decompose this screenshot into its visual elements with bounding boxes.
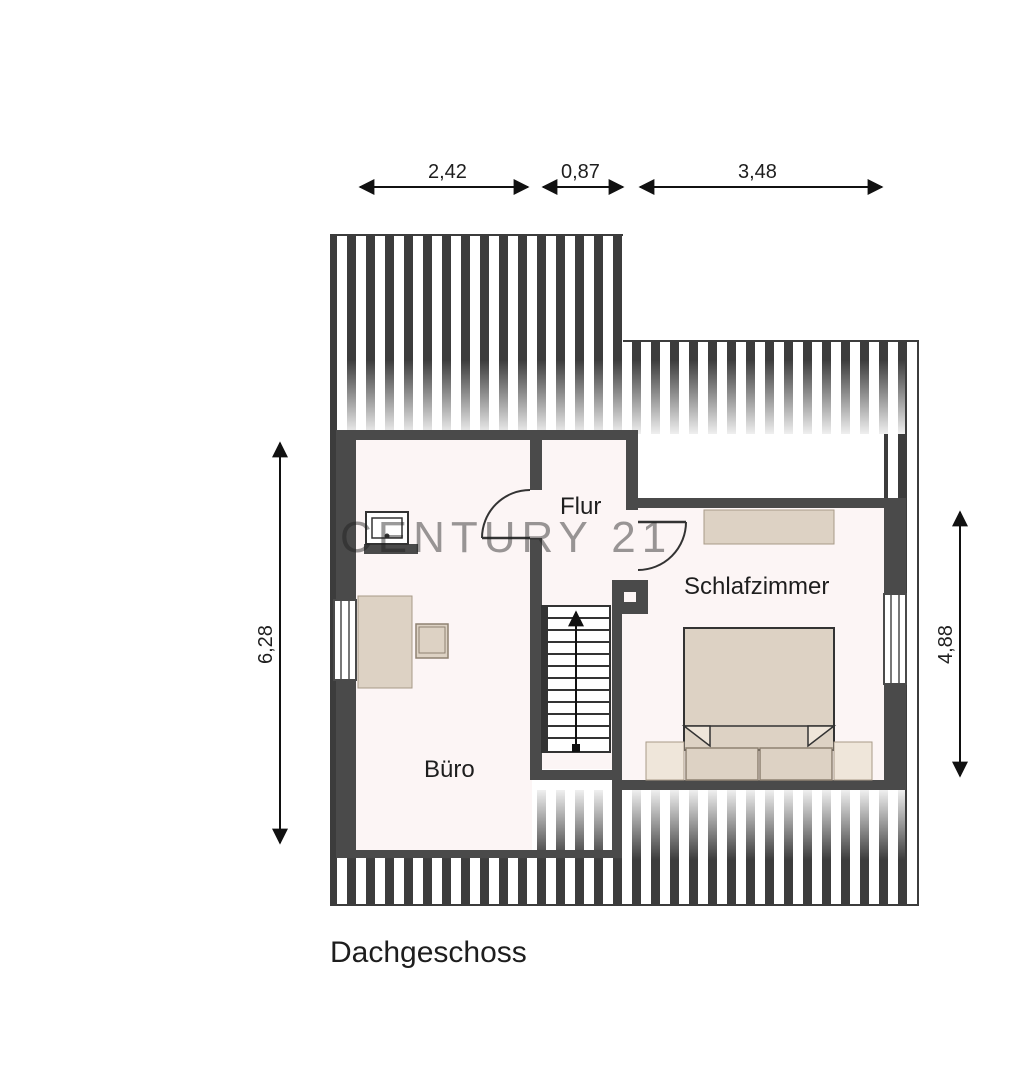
floor-title: Dachgeschoss — [330, 936, 527, 969]
dimension-label-top-left: 2,42 — [428, 161, 467, 183]
dimension-left: 6,28 — [255, 441, 288, 845]
dimension-top-right: 3,48 — [638, 161, 884, 195]
room-label-hall: Flur — [560, 493, 601, 520]
wardrobe — [703, 509, 835, 545]
window-right — [883, 593, 907, 685]
dimension-right: 4,88 — [935, 510, 968, 778]
nightstand-right — [833, 741, 873, 781]
door-office — [481, 489, 531, 540]
walls — [336, 430, 906, 858]
dimension-label-left: 6,28 — [255, 625, 277, 664]
bed — [681, 627, 837, 781]
staircase — [541, 605, 611, 753]
watermark: CENTURY 21 — [340, 513, 672, 562]
dimension-top-left: 2,42 — [358, 161, 530, 195]
washbasin — [364, 511, 418, 554]
nightstand-left — [645, 741, 685, 781]
dimension-top-middle: 0,87 — [541, 161, 625, 195]
desk — [357, 595, 413, 689]
door-bedroom — [637, 520, 687, 571]
window-left — [333, 599, 357, 681]
dimension-label-top-middle: 0,87 — [561, 161, 600, 183]
chair — [415, 623, 449, 659]
dimension-label-right: 4,88 — [935, 625, 957, 664]
room-label-bedroom: Schlafzimmer — [684, 573, 829, 600]
dimension-label-top-right: 3,48 — [738, 161, 777, 183]
room-label-office: Büro — [424, 756, 475, 783]
